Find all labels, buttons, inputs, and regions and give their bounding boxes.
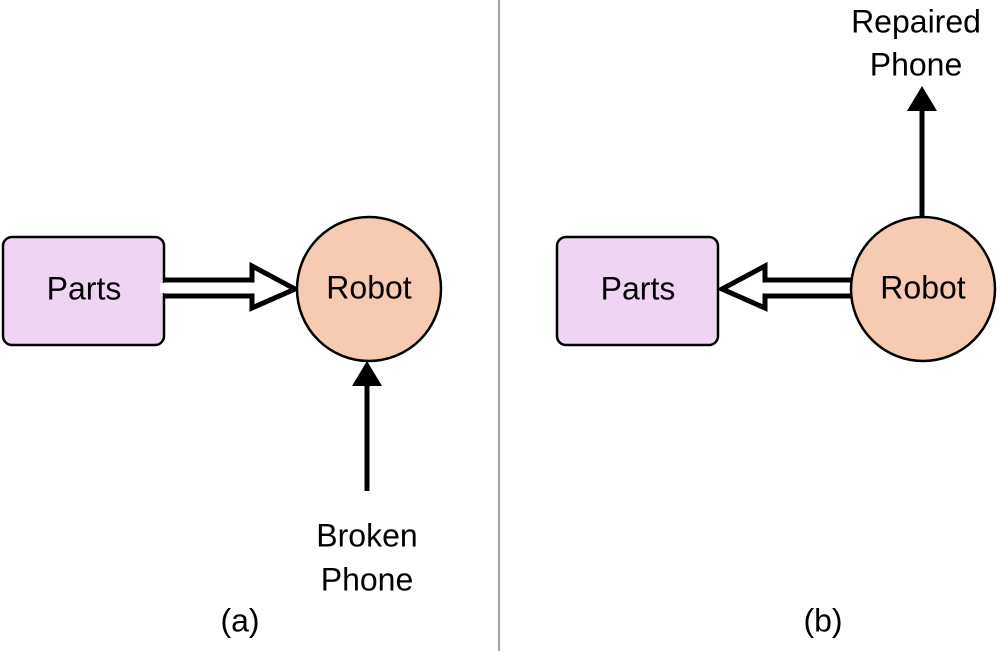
parts-box-b: [555, 235, 720, 347]
hollow-arrow-parts-to-robot: [164, 261, 301, 312]
panel-b: Parts Robot Repaired Phone (b): [555, 3, 997, 638]
caption-b: (b): [803, 602, 842, 638]
repaired-phone-label-line1: Repaired: [851, 3, 981, 39]
panel-a: Parts Robot Broken Phone (a): [1, 215, 443, 638]
hollow-arrow-tail-cover-a: [160, 283, 170, 293]
broken-phone-label-line1: Broken: [316, 517, 417, 553]
broken-phone-label-line2: Phone: [321, 561, 414, 597]
parts-label-a: Parts: [47, 270, 122, 306]
hollow-arrow-robot-to-parts: [716, 261, 852, 312]
robot-label-b: Robot: [880, 269, 966, 305]
parts-label-b: Parts: [601, 270, 676, 306]
robot-node-a: [295, 215, 443, 363]
output-arrow-head: [907, 86, 937, 111]
caption-a: (a): [220, 602, 259, 638]
repaired-phone-label-line2: Phone: [870, 46, 963, 82]
input-arrow-head: [352, 361, 382, 386]
robot-label-a: Robot: [326, 269, 412, 305]
